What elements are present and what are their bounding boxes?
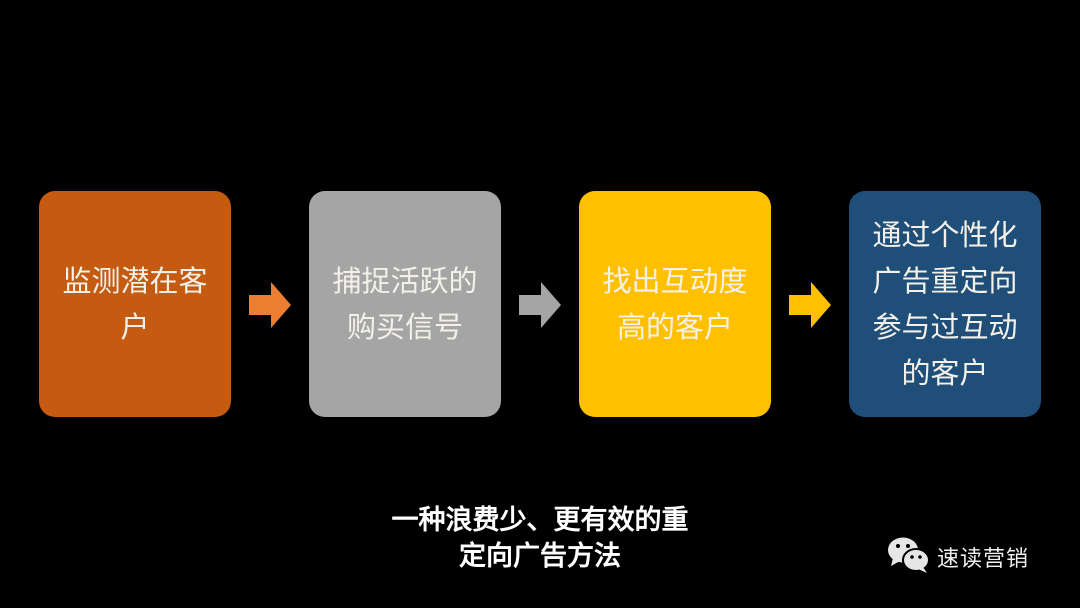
step-box-retarget: 通过个性化 广告重定向 参与过互动 的客户 xyxy=(849,191,1041,417)
arrow-right-icon xyxy=(519,282,561,328)
step-4-line-4: 的客户 xyxy=(901,356,989,390)
step-4-line-2: 广告重定向 xyxy=(872,264,1018,298)
step-3-line-2: 高的客户 xyxy=(616,310,733,344)
caption-line-1: 一种浪费少、更有效的重 xyxy=(391,505,689,536)
caption-line-2: 定向广告方法 xyxy=(459,541,621,572)
step-1-line-1: 监测潜在客 xyxy=(62,264,208,298)
arrow-right-icon xyxy=(249,282,291,328)
step-3-line-1: 找出互动度 xyxy=(602,264,748,298)
step-box-monitor-prospects: 监测潜在客 户 xyxy=(39,191,231,417)
step-4-line-3: 参与过互动 xyxy=(872,310,1018,344)
step-4-line-1: 通过个性化 xyxy=(872,218,1018,252)
arrow-right-icon xyxy=(789,282,831,328)
brand-label: 速读营销 xyxy=(937,547,1030,572)
step-2-line-1: 捕捉活跃的 xyxy=(332,264,478,298)
step-box-find-engaged: 找出互动度 高的客户 xyxy=(579,191,771,417)
step-box-capture-signals: 捕捉活跃的 购买信号 xyxy=(309,191,501,417)
step-1-line-2: 户 xyxy=(120,310,150,344)
wechat-icon xyxy=(887,536,931,578)
step-2-line-2: 购买信号 xyxy=(346,310,463,344)
caption: 一种浪费少、更有效的重 定向广告方法 xyxy=(340,503,740,575)
brand-watermark: 速读营销 xyxy=(887,537,1029,577)
